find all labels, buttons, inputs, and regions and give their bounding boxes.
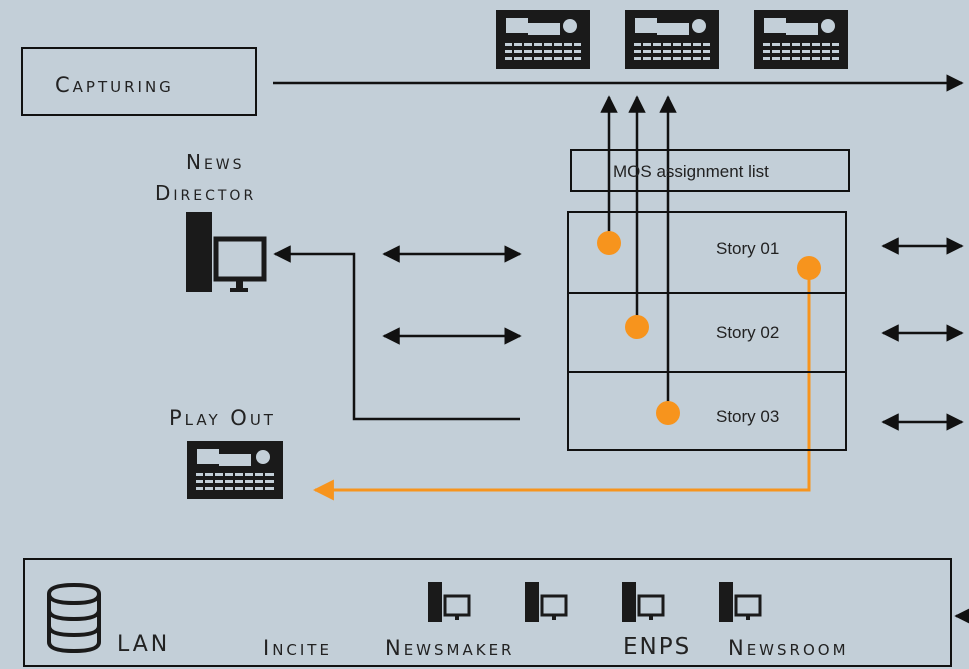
recording-deck-icon: [625, 10, 719, 69]
story-label: Story 02: [716, 323, 780, 342]
story-label: Story 01: [716, 239, 780, 258]
play-out-label: Play Out: [169, 406, 276, 430]
story-table: Story 01 Story 02 Story 03: [567, 211, 847, 451]
story-label: Story 03: [716, 407, 780, 426]
mos-assignment-label: MOS assignment list: [613, 162, 769, 181]
system-incite-label: Incite: [263, 636, 332, 660]
recording-deck-icon: [496, 10, 590, 69]
workstation-icon: [428, 582, 471, 622]
workstation-icon: [186, 212, 267, 292]
director-connector: [273, 245, 520, 421]
mos-assignment-list: MOS assignment list: [570, 149, 850, 192]
lan-box: LAN Incite Newsmaker ENPS Newsroom: [23, 558, 952, 667]
story1-playout-dot: [797, 256, 821, 280]
news-director-line2: Director: [155, 181, 257, 205]
database-icon: [47, 582, 101, 654]
system-newsmaker-label: Newsmaker: [385, 636, 515, 660]
system-enps-label: ENPS: [623, 634, 692, 660]
story-row: Story 03: [569, 373, 845, 449]
story-row: Story 01: [569, 213, 845, 294]
capturing-label: Capturing: [55, 73, 174, 97]
recording-deck-icon: [754, 10, 848, 69]
system-newsroom-label: Newsroom: [728, 636, 849, 660]
story-row: Story 02: [569, 294, 845, 373]
story1-dot: [597, 231, 621, 255]
lan-label: LAN: [117, 632, 171, 657]
story3-dot: [656, 401, 680, 425]
news-director-line1: News: [186, 150, 245, 174]
playout-route: [312, 268, 811, 501]
workstation-icon: [719, 582, 762, 622]
playout-deck-icon: [187, 441, 283, 499]
story2-dot: [625, 315, 649, 339]
workstation-icon: [622, 582, 665, 622]
workstation-icon: [525, 582, 568, 622]
capturing-box: Capturing: [21, 47, 257, 116]
